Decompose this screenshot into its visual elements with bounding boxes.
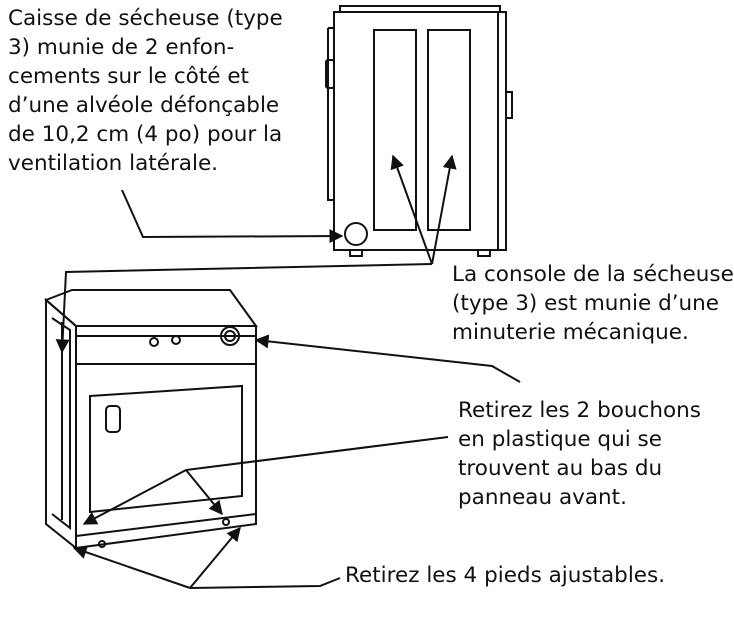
side-cabinet-line-3: cements sur le côté et	[8, 64, 249, 89]
feet-label: Retirez les 4 pieds ajustables.	[345, 563, 666, 588]
leader-side-panel	[55, 263, 433, 354]
side-cabinet-line-2: 3) munie de 2 enfon-	[8, 35, 235, 60]
side-cabinet-line-6: ventilation latérale.	[8, 151, 219, 176]
leader-indentation-2	[431, 154, 457, 265]
leader-foot-left	[72, 545, 191, 589]
side-cabinet-line-5: de 10,2 cm (4 po) pour la	[8, 122, 283, 147]
plugs-label: Retirez les 2 bouchons en plastique qui …	[458, 396, 701, 512]
leader-plug-left	[82, 469, 187, 525]
leader-plug-right	[185, 469, 223, 516]
leader-feet-stem	[189, 577, 341, 589]
leader-foot-right	[189, 526, 241, 589]
vent-knockout	[344, 222, 368, 246]
console-line-1: La console de la sécheuse	[452, 262, 734, 287]
plugs-line-2: en plastique qui se	[458, 427, 662, 452]
side-indentation-1	[373, 29, 417, 231]
plugs-line-4: panneau avant.	[458, 485, 627, 510]
side-cabinet-line-1: Caisse de sécheuse (type	[8, 6, 283, 31]
console-line-3: minuterie mécanique.	[452, 320, 689, 345]
leader-timer	[254, 334, 521, 383]
leader-plugs-stem	[185, 436, 449, 471]
side-indentation-2	[427, 29, 471, 231]
dryer-front-view	[44, 289, 258, 551]
plugs-line-3: trouvent au bas du	[458, 456, 663, 481]
leader-indentation-1	[390, 154, 433, 265]
leader-vent-knockout	[121, 189, 344, 244]
side-cabinet-line-4: d’une alvéole défonçable	[8, 93, 280, 118]
side-cabinet-label: Caisse de sécheuse (type 3) munie de 2 e…	[8, 4, 283, 178]
console-line-2: (type 3) est munie d’une	[452, 291, 720, 316]
plugs-line-1: Retirez les 2 bouchons	[458, 398, 701, 423]
console-label: La console de la sécheuse (type 3) est m…	[452, 260, 734, 347]
dryer-side-view	[325, 5, 513, 257]
